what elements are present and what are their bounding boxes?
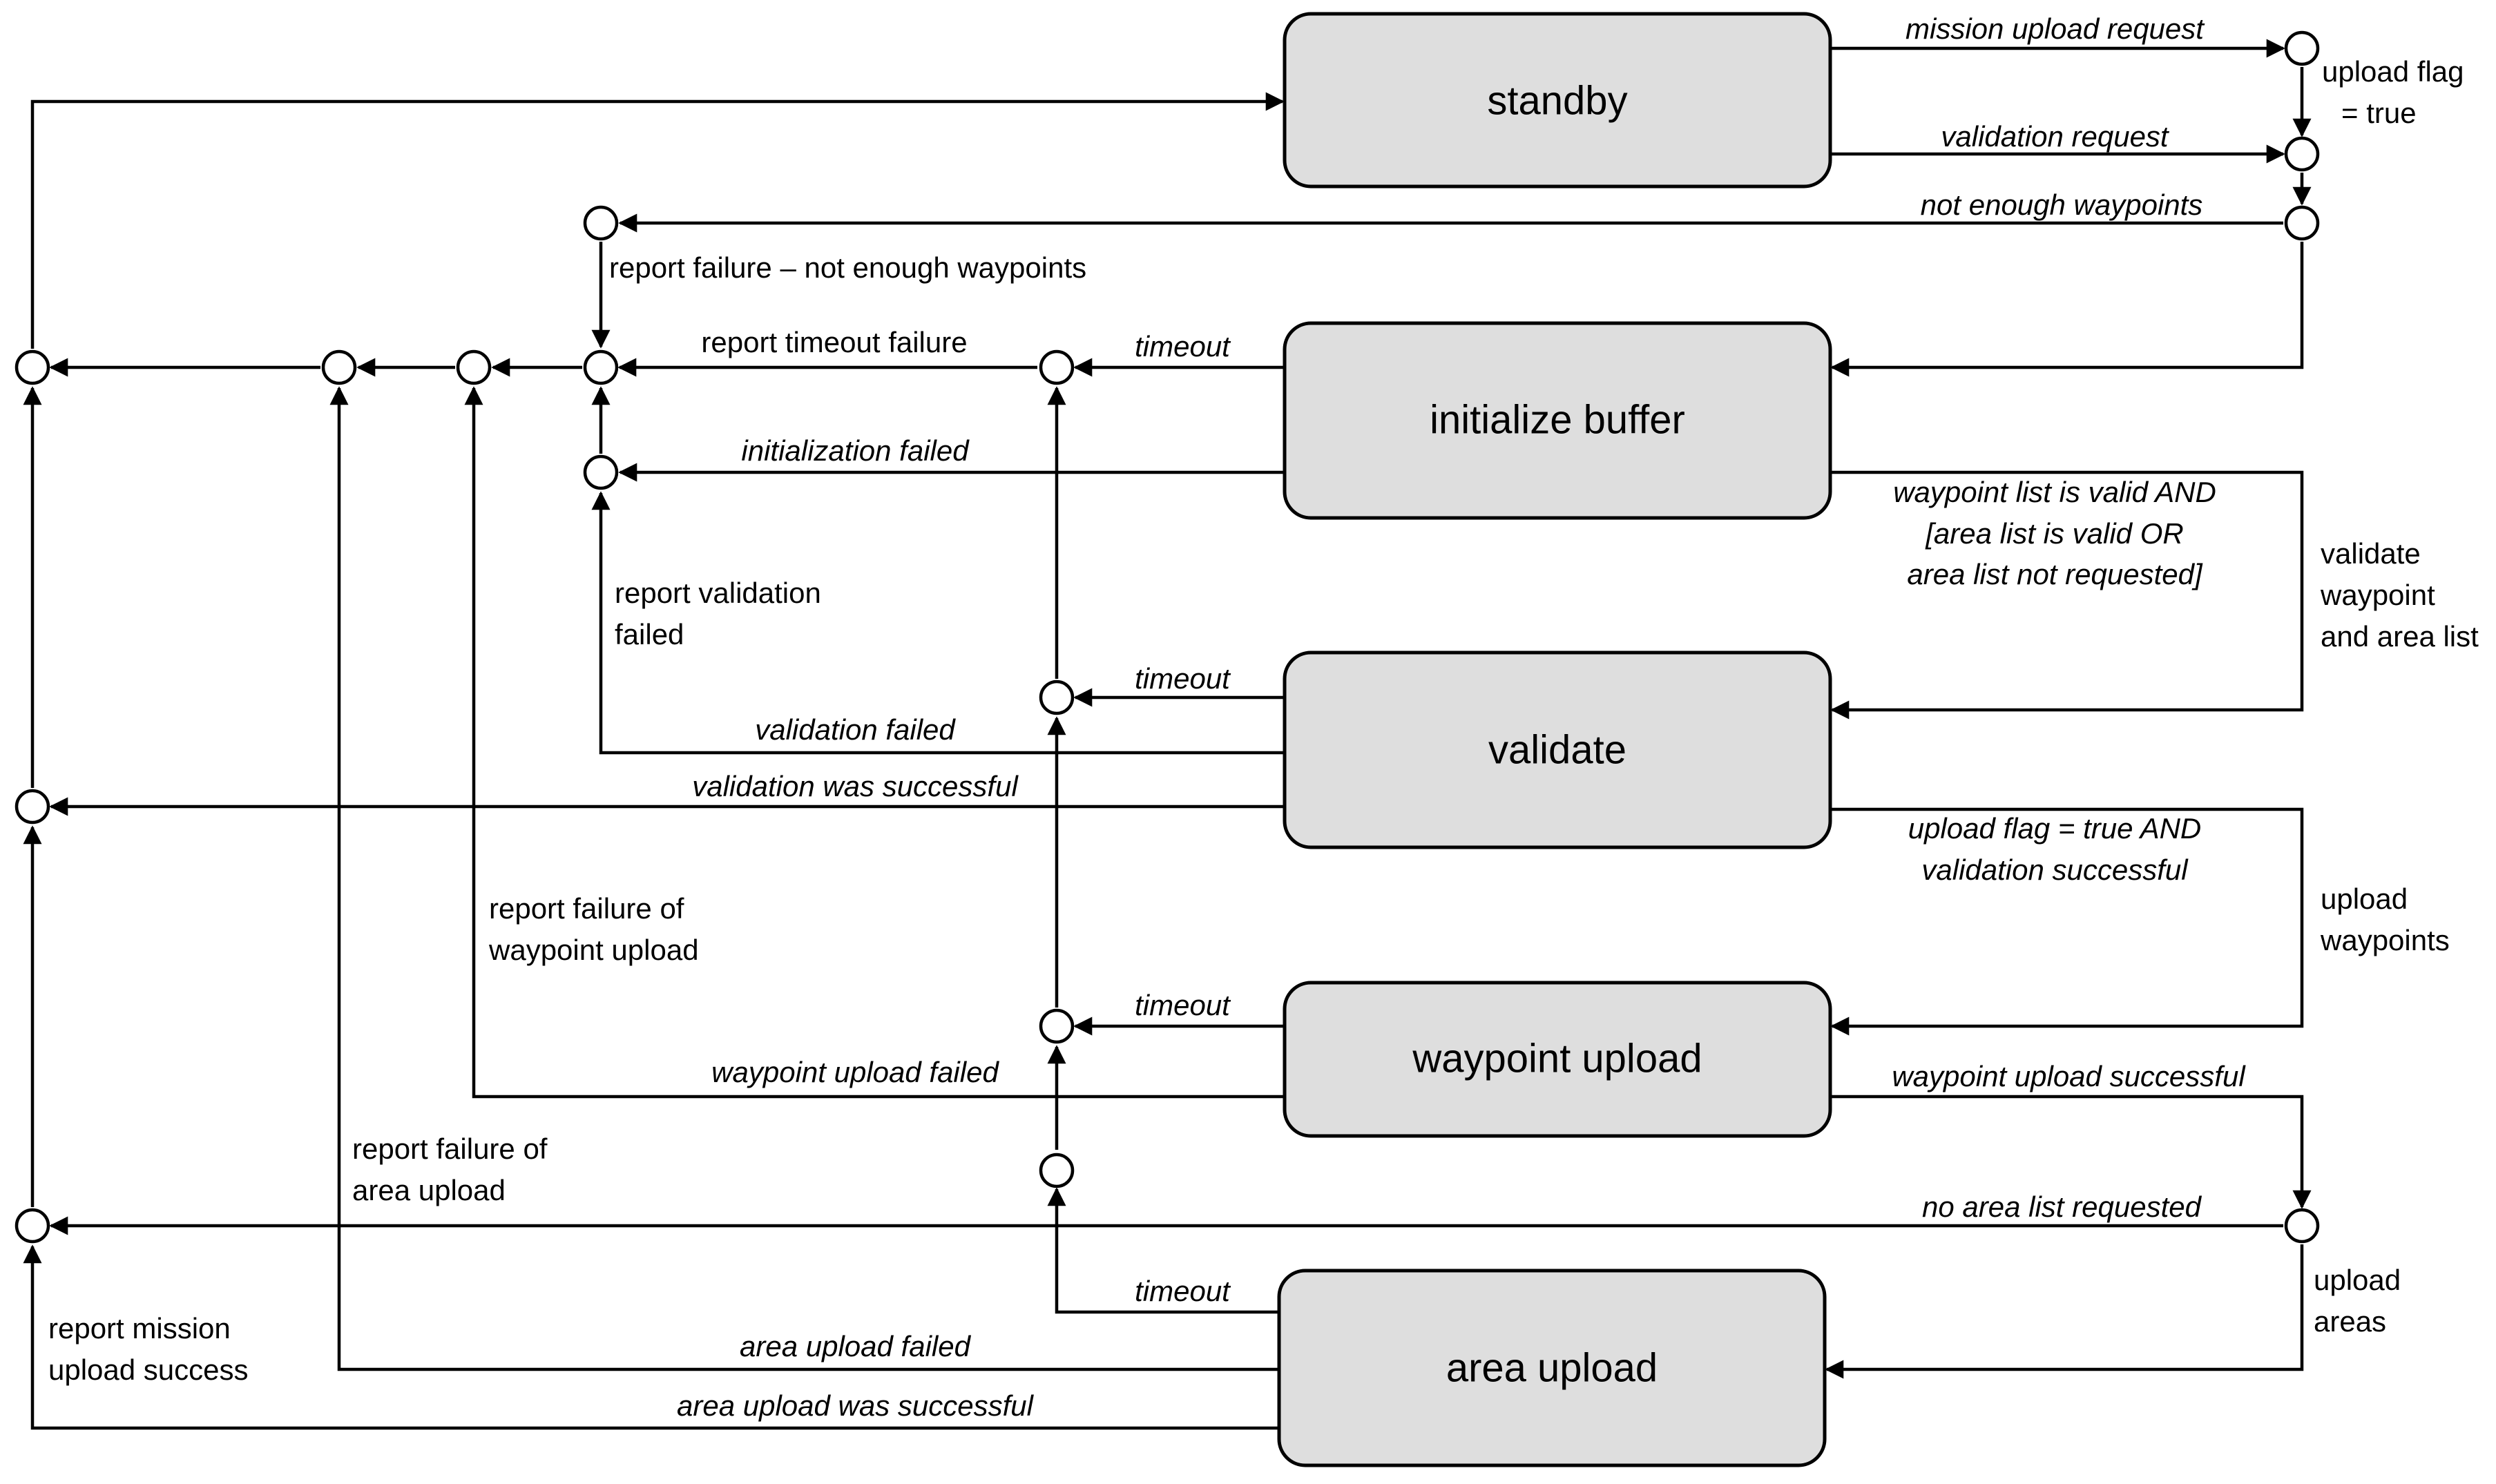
- label-report-mission-success-2: upload success: [48, 1353, 249, 1386]
- label-validate-waypoint-2: waypoint: [2320, 579, 2435, 611]
- state-initialize-buffer-label: initialize buffer: [1430, 397, 1685, 442]
- state-standby: standby: [1283, 12, 1832, 189]
- label-report-failure-area-1: report failure of: [352, 1133, 548, 1165]
- label-report-failure-waypoint-2: waypoint upload: [488, 934, 699, 966]
- state-standby-label: standby: [1487, 78, 1627, 123]
- node-timeout-validate: [1039, 680, 1075, 715]
- edge-waypoint-upload-failed: [464, 386, 1285, 1099]
- node-area-list-decision: [2284, 1208, 2320, 1244]
- node-init-failed: [583, 454, 619, 490]
- state-waypoint-upload-label: waypoint upload: [1412, 1036, 1702, 1081]
- state-waypoint-upload: waypoint upload: [1283, 981, 1832, 1138]
- label-upload-flag-2: = true: [2341, 97, 2417, 129]
- node-area-failure-merge: [321, 349, 357, 385]
- node-validation-request: [2284, 136, 2320, 172]
- label-validation-request: validation request: [1941, 120, 2170, 153]
- label-upload-areas-2: areas: [2314, 1305, 2386, 1338]
- label-area-upload-failed: area upload failed: [740, 1330, 972, 1362]
- edge-area-timeout: [1047, 1187, 1279, 1314]
- label-report-validation-2: failed: [615, 618, 684, 651]
- label-validation-failed: validation failed: [755, 713, 956, 746]
- label-area-upload-was-successful: area upload was successful: [677, 1389, 1035, 1422]
- label-report-timeout-failure: report timeout failure: [701, 326, 967, 358]
- state-validate: validate: [1283, 651, 1832, 849]
- node-not-enough-waypoints: [2284, 205, 2320, 241]
- state-area-upload: area upload: [1277, 1269, 1827, 1467]
- state-validate-label: validate: [1488, 727, 1626, 772]
- label-validation-was-successful: validation was successful: [692, 770, 1019, 802]
- state-initialize-buffer: initialize buffer: [1283, 321, 1832, 520]
- label-upload-waypoints-1: upload: [2321, 883, 2408, 915]
- label-report-mission-success-1: report mission: [48, 1312, 231, 1345]
- edge-waypoint-upload-successful: [1830, 1095, 2312, 1209]
- node-report-failure-merge: [583, 349, 619, 385]
- label-waypoint-valid-2: [area list is valid OR: [1925, 517, 2183, 550]
- label-waypoint-valid-3: area list not requested]: [1907, 558, 2203, 590]
- label-waypoint-upload-successful: waypoint upload successful: [1892, 1060, 2246, 1092]
- node-left-top: [15, 349, 50, 385]
- label-not-enough-waypoints: not enough waypoints: [1921, 189, 2203, 221]
- node-report-failure-waypoints: [583, 205, 619, 241]
- label-upload-waypoints-2: waypoints: [2320, 924, 2450, 956]
- state-area-upload-label: area upload: [1446, 1345, 1658, 1390]
- label-waypoint-valid-1: waypoint list is valid AND: [1893, 476, 2216, 508]
- edge-to-area-upload: [1825, 1244, 2304, 1379]
- label-timeout-waypoint: timeout: [1135, 989, 1231, 1021]
- label-mission-upload-request: mission upload request: [1905, 12, 2205, 45]
- label-waypoint-upload-failed: waypoint upload failed: [711, 1056, 999, 1088]
- label-upload-flag-true-2: validation successful: [1921, 854, 2189, 886]
- label-timeout-init: timeout: [1135, 330, 1231, 363]
- edge-to-initialize-buffer: [1830, 242, 2304, 377]
- label-upload-flag-true-1: upload flag = true AND: [1908, 812, 2202, 845]
- label-timeout-area: timeout: [1135, 1275, 1231, 1307]
- node-timeout-area: [1039, 1153, 1075, 1188]
- edge-to-validate: [1830, 470, 2304, 720]
- node-left-bottom: [15, 1208, 50, 1244]
- node-timeout-init: [1039, 349, 1075, 385]
- node-left-mid: [15, 789, 50, 825]
- node-upload-flag: [2284, 30, 2320, 66]
- label-no-area-list-requested: no area list requested: [1922, 1191, 2202, 1223]
- label-validate-waypoint-3: and area list: [2321, 620, 2479, 653]
- label-upload-flag-1: upload flag: [2322, 55, 2464, 88]
- label-report-validation-1: report validation: [615, 577, 821, 609]
- label-timeout-validate: timeout: [1135, 662, 1231, 695]
- node-waypoint-failure-merge: [456, 349, 492, 385]
- edge-return-to-standby: [30, 92, 1285, 349]
- label-initialization-failed: initialization failed: [741, 434, 970, 467]
- edge-area-upload-successful: [23, 1244, 1279, 1430]
- label-report-failure-area-2: area upload: [352, 1174, 506, 1206]
- node-timeout-waypoint: [1039, 1008, 1075, 1044]
- label-validate-waypoint-1: validate: [2321, 537, 2421, 570]
- edge-to-waypoint-upload: [1830, 807, 2304, 1036]
- label-report-failure-waypoint-1: report failure of: [489, 892, 684, 925]
- edge-area-upload-failed: [329, 386, 1279, 1371]
- label-upload-areas-1: upload: [2314, 1264, 2401, 1296]
- label-report-failure-not-enough: report failure – not enough waypoints: [609, 251, 1086, 284]
